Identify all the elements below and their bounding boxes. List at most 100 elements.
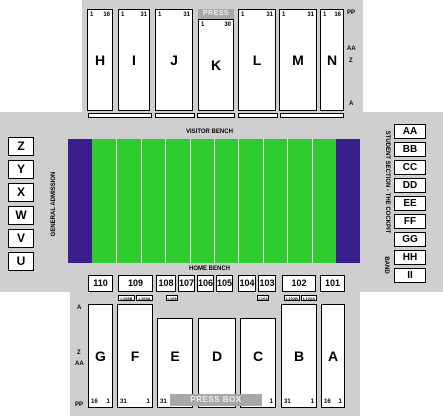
yard-line (238, 139, 239, 263)
section-start-num: 1 (269, 399, 273, 405)
section-letter: E (170, 348, 180, 364)
band-label: BAND (383, 256, 389, 274)
section-end-num: 16 (334, 12, 341, 18)
section-letter: G (95, 348, 106, 364)
section-end-num: 16 (103, 12, 110, 18)
ga-section-y[interactable]: Y (8, 160, 34, 179)
section-start-num: 1 (241, 12, 245, 18)
yard-line (190, 139, 191, 263)
student-section-dd[interactable]: DD (394, 178, 426, 193)
student-section-label: STUDENT SECTION - THE COCKPIT (384, 130, 390, 234)
yard-line (165, 139, 166, 263)
section-start-num: 1 (338, 399, 342, 405)
bottom-row-pp: PP (75, 402, 84, 408)
section-letter: L (252, 52, 262, 68)
ga-section-w[interactable]: W (8, 206, 34, 225)
home-section-109[interactable]: 109 (118, 275, 153, 292)
yard-line (312, 139, 313, 263)
home-section-102[interactable]: 102 (282, 275, 316, 292)
section-start-num: 1 (323, 12, 327, 18)
ga-section-z[interactable]: Z (8, 137, 34, 156)
section-end-num: 31 (140, 12, 147, 18)
sub-label-l102a[interactable]: L102A (301, 295, 317, 301)
top-row-a: A (349, 101, 354, 107)
section-start-num: 1 (146, 399, 150, 405)
section-letter: J (170, 52, 178, 68)
ga-section-x[interactable]: X (8, 183, 34, 202)
home-end-zone (336, 139, 360, 263)
top-row-z: Z (349, 58, 353, 64)
section-start-num: 1 (282, 12, 286, 18)
sub-label-l103[interactable]: L103 (257, 295, 269, 301)
student-section-ff[interactable]: FF (394, 214, 426, 229)
upper-bar-mid-right (238, 113, 278, 118)
section-end-num: 16 (324, 399, 331, 405)
top-row-aa: AA (347, 46, 356, 52)
section-letter: K (210, 57, 222, 73)
section-letter: I (132, 52, 136, 68)
home-bench-label: HOME BENCH (189, 266, 231, 272)
sub-label-l108b[interactable]: L108B (118, 295, 135, 301)
upper-bar-mid (197, 113, 235, 118)
general-admission-label: GENERAL ADMISSION (51, 171, 57, 237)
student-section-ii[interactable]: II (394, 268, 426, 283)
ga-section-u[interactable]: U (8, 252, 34, 271)
home-section-103[interactable]: 103 (258, 275, 276, 292)
section-start-num: 1 (106, 399, 110, 405)
student-section-bb[interactable]: BB (394, 142, 426, 157)
section-start-num: 1 (90, 12, 94, 18)
lower-section-c[interactable]: C311 (240, 318, 276, 408)
lower-section-d[interactable]: D301 (198, 318, 236, 408)
section-end-num: 31 (266, 12, 273, 18)
upper-bar-mid-left (155, 113, 195, 118)
home-section-104[interactable]: 104 (238, 275, 256, 292)
yard-line (141, 139, 142, 263)
visitor-end-zone (68, 139, 92, 263)
section-start-num: 1 (310, 399, 314, 405)
top-row-pp: PP (347, 10, 356, 16)
section-end-num: 30 (224, 22, 231, 28)
section-letter: A (327, 348, 339, 364)
student-section-gg[interactable]: GG (394, 232, 426, 247)
home-section-108[interactable]: 108 (156, 275, 176, 292)
section-start-num: 1 (158, 12, 162, 18)
section-letter: M (292, 52, 304, 68)
section-end-num: 31 (183, 12, 190, 18)
sub-label-l102b[interactable]: L102B (284, 295, 300, 301)
visitor-bench-label: VISITOR BENCH (186, 129, 233, 135)
lower-section-a[interactable]: A 16 1 (321, 304, 345, 408)
home-section-105[interactable]: 105 (216, 275, 233, 292)
bottom-press-box: PRESS BOX (170, 394, 262, 406)
home-section-101[interactable]: 101 (320, 275, 345, 292)
section-start-num: 1 (121, 12, 125, 18)
student-section-ee[interactable]: EE (394, 196, 426, 211)
student-section-hh[interactable]: HH (394, 250, 426, 265)
section-letter: N (326, 52, 338, 68)
student-section-aa[interactable]: AA (394, 124, 426, 139)
section-letter: H (94, 52, 106, 68)
home-section-107[interactable]: 107 (178, 275, 195, 292)
yard-line (263, 139, 264, 263)
section-end-num: 16 (91, 399, 98, 405)
top-press-box: PRESS (198, 9, 234, 19)
section-end-num: 31 (160, 399, 167, 405)
home-section-106[interactable]: 106 (197, 275, 214, 292)
home-section-110[interactable]: 110 (88, 275, 113, 292)
sub-label-l109a[interactable]: L109A (136, 295, 153, 301)
student-section-cc[interactable]: CC (394, 160, 426, 175)
section-letter: B (293, 348, 305, 364)
lower-section-g[interactable]: G 16 1 (88, 304, 113, 408)
ga-section-v[interactable]: V (8, 229, 34, 248)
sub-label-l108[interactable]: L108 (166, 295, 178, 301)
yard-line (116, 139, 117, 263)
yard-line (214, 139, 215, 263)
